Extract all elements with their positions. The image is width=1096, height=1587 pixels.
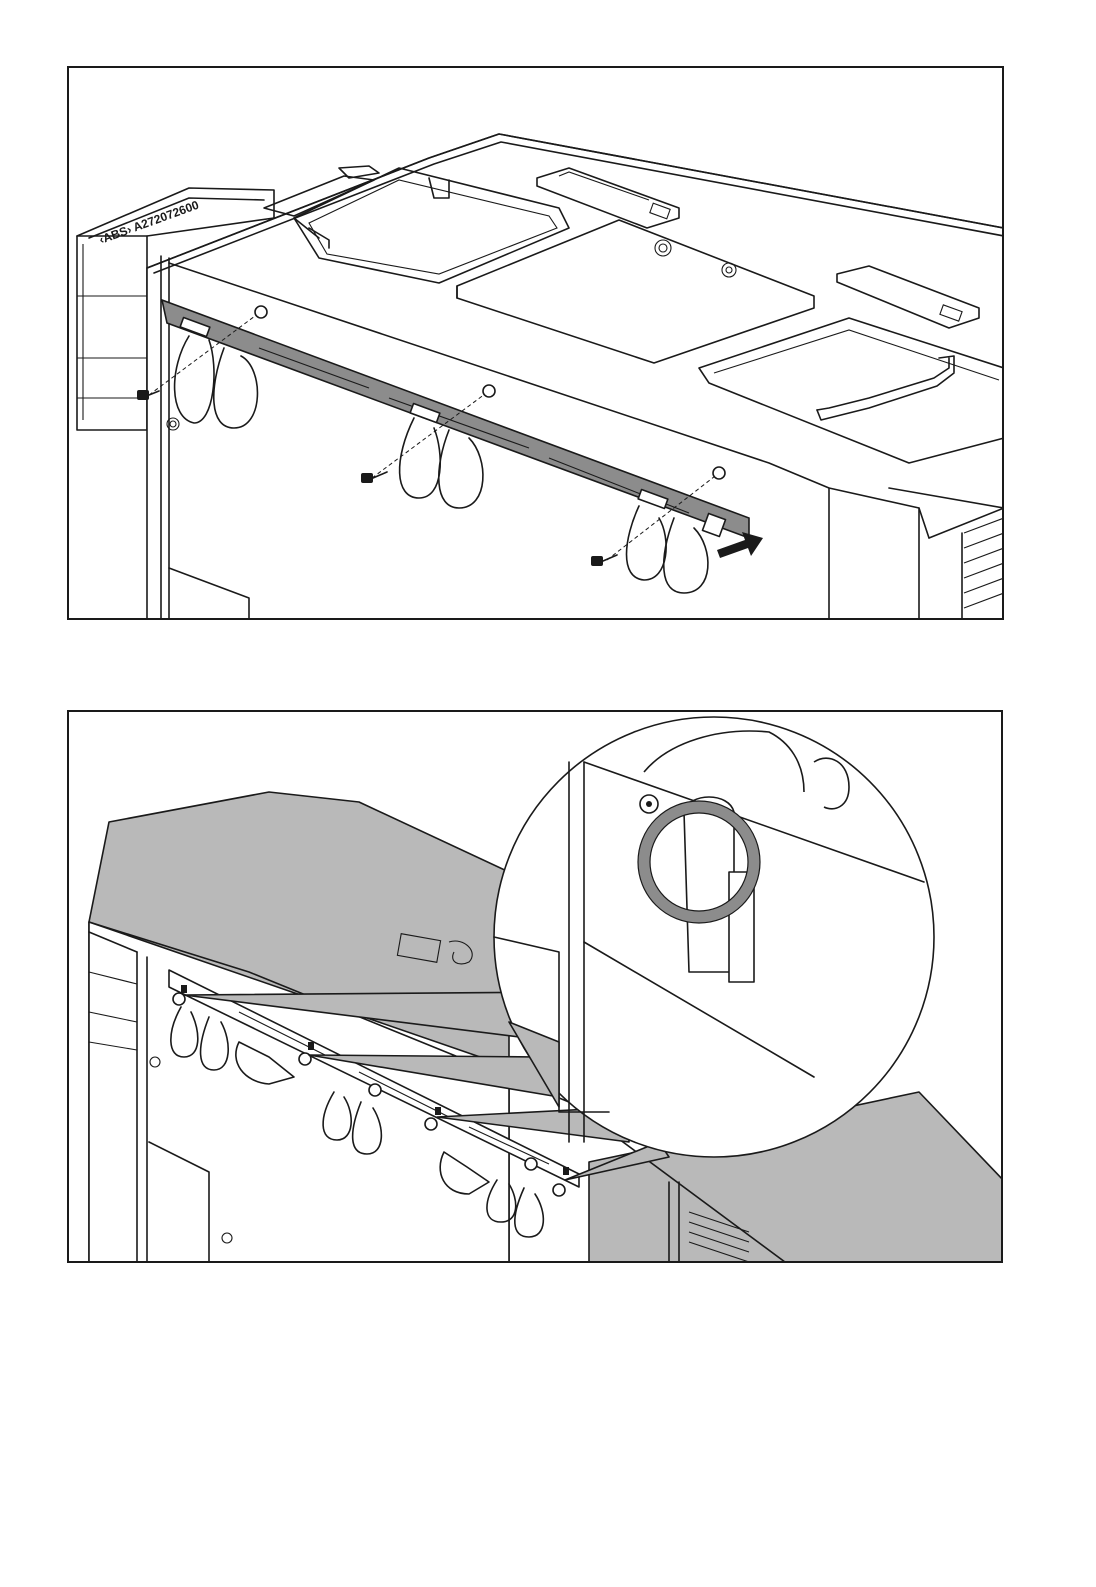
illustration-panel-step-2 (67, 710, 1003, 1263)
panel-2-drawing (69, 712, 1003, 1263)
illustration-panel-step-1: ‹ABS› A272072600 (67, 66, 1004, 620)
unit-body (147, 134, 1004, 620)
panel-1-drawing: ‹ABS› A272072600 (69, 68, 1004, 620)
